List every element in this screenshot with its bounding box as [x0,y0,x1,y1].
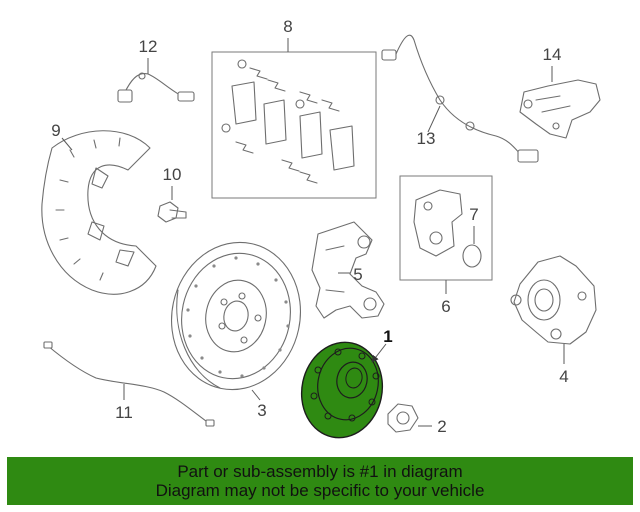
wear-sensor-part-12[interactable] [117,72,195,103]
brake-caliper-part-4[interactable] [510,255,597,345]
callout-10: 10 [163,165,182,184]
callout-9: 9 [51,121,60,140]
callout-14: 14 [543,45,562,64]
callout-11: 11 [115,403,133,422]
brake-rotor-part-3[interactable] [158,230,314,401]
callout-4: 4 [559,367,568,386]
callout-12: 12 [139,37,158,56]
leader-9 [61,137,73,151]
parts-diagram: 12 8 13 14 [41,17,601,446]
backing-plate-part-9[interactable] [41,130,157,295]
callout-13: 13 [417,129,436,148]
callout-1: 1 [383,327,392,346]
leader-1 [371,343,387,363]
bracket-part-14[interactable] [519,79,601,139]
abs-sensor-part-13[interactable] [381,34,539,163]
hub-nut-part-2[interactable] [387,403,419,433]
callout-6: 6 [441,297,450,316]
brake-pad-kit-part-8[interactable] [211,51,377,199]
callout-2: 2 [437,417,446,436]
info-banner: Part or sub-assembly is #1 in diagram Di… [7,457,633,505]
banner-line-part-info: Part or sub-assembly is #1 in diagram [177,462,463,481]
callout-3: 3 [257,401,266,420]
bolt-part-10[interactable] [157,201,187,223]
leader-3 [251,389,261,401]
callout-8: 8 [283,17,292,36]
brake-line-part-11[interactable] [43,341,215,427]
banner-line-disclaimer: Diagram may not be specific to your vehi… [155,481,485,500]
caliper-kit-part-6[interactable] [399,175,493,281]
wheel-hub-part-1[interactable] [293,335,391,446]
callout-5: 5 [353,265,362,284]
leader-13 [427,105,441,133]
callout-7: 7 [469,205,478,224]
seal-ring-part-7[interactable] [462,244,482,268]
caliper-carrier-part-5[interactable] [311,221,385,319]
